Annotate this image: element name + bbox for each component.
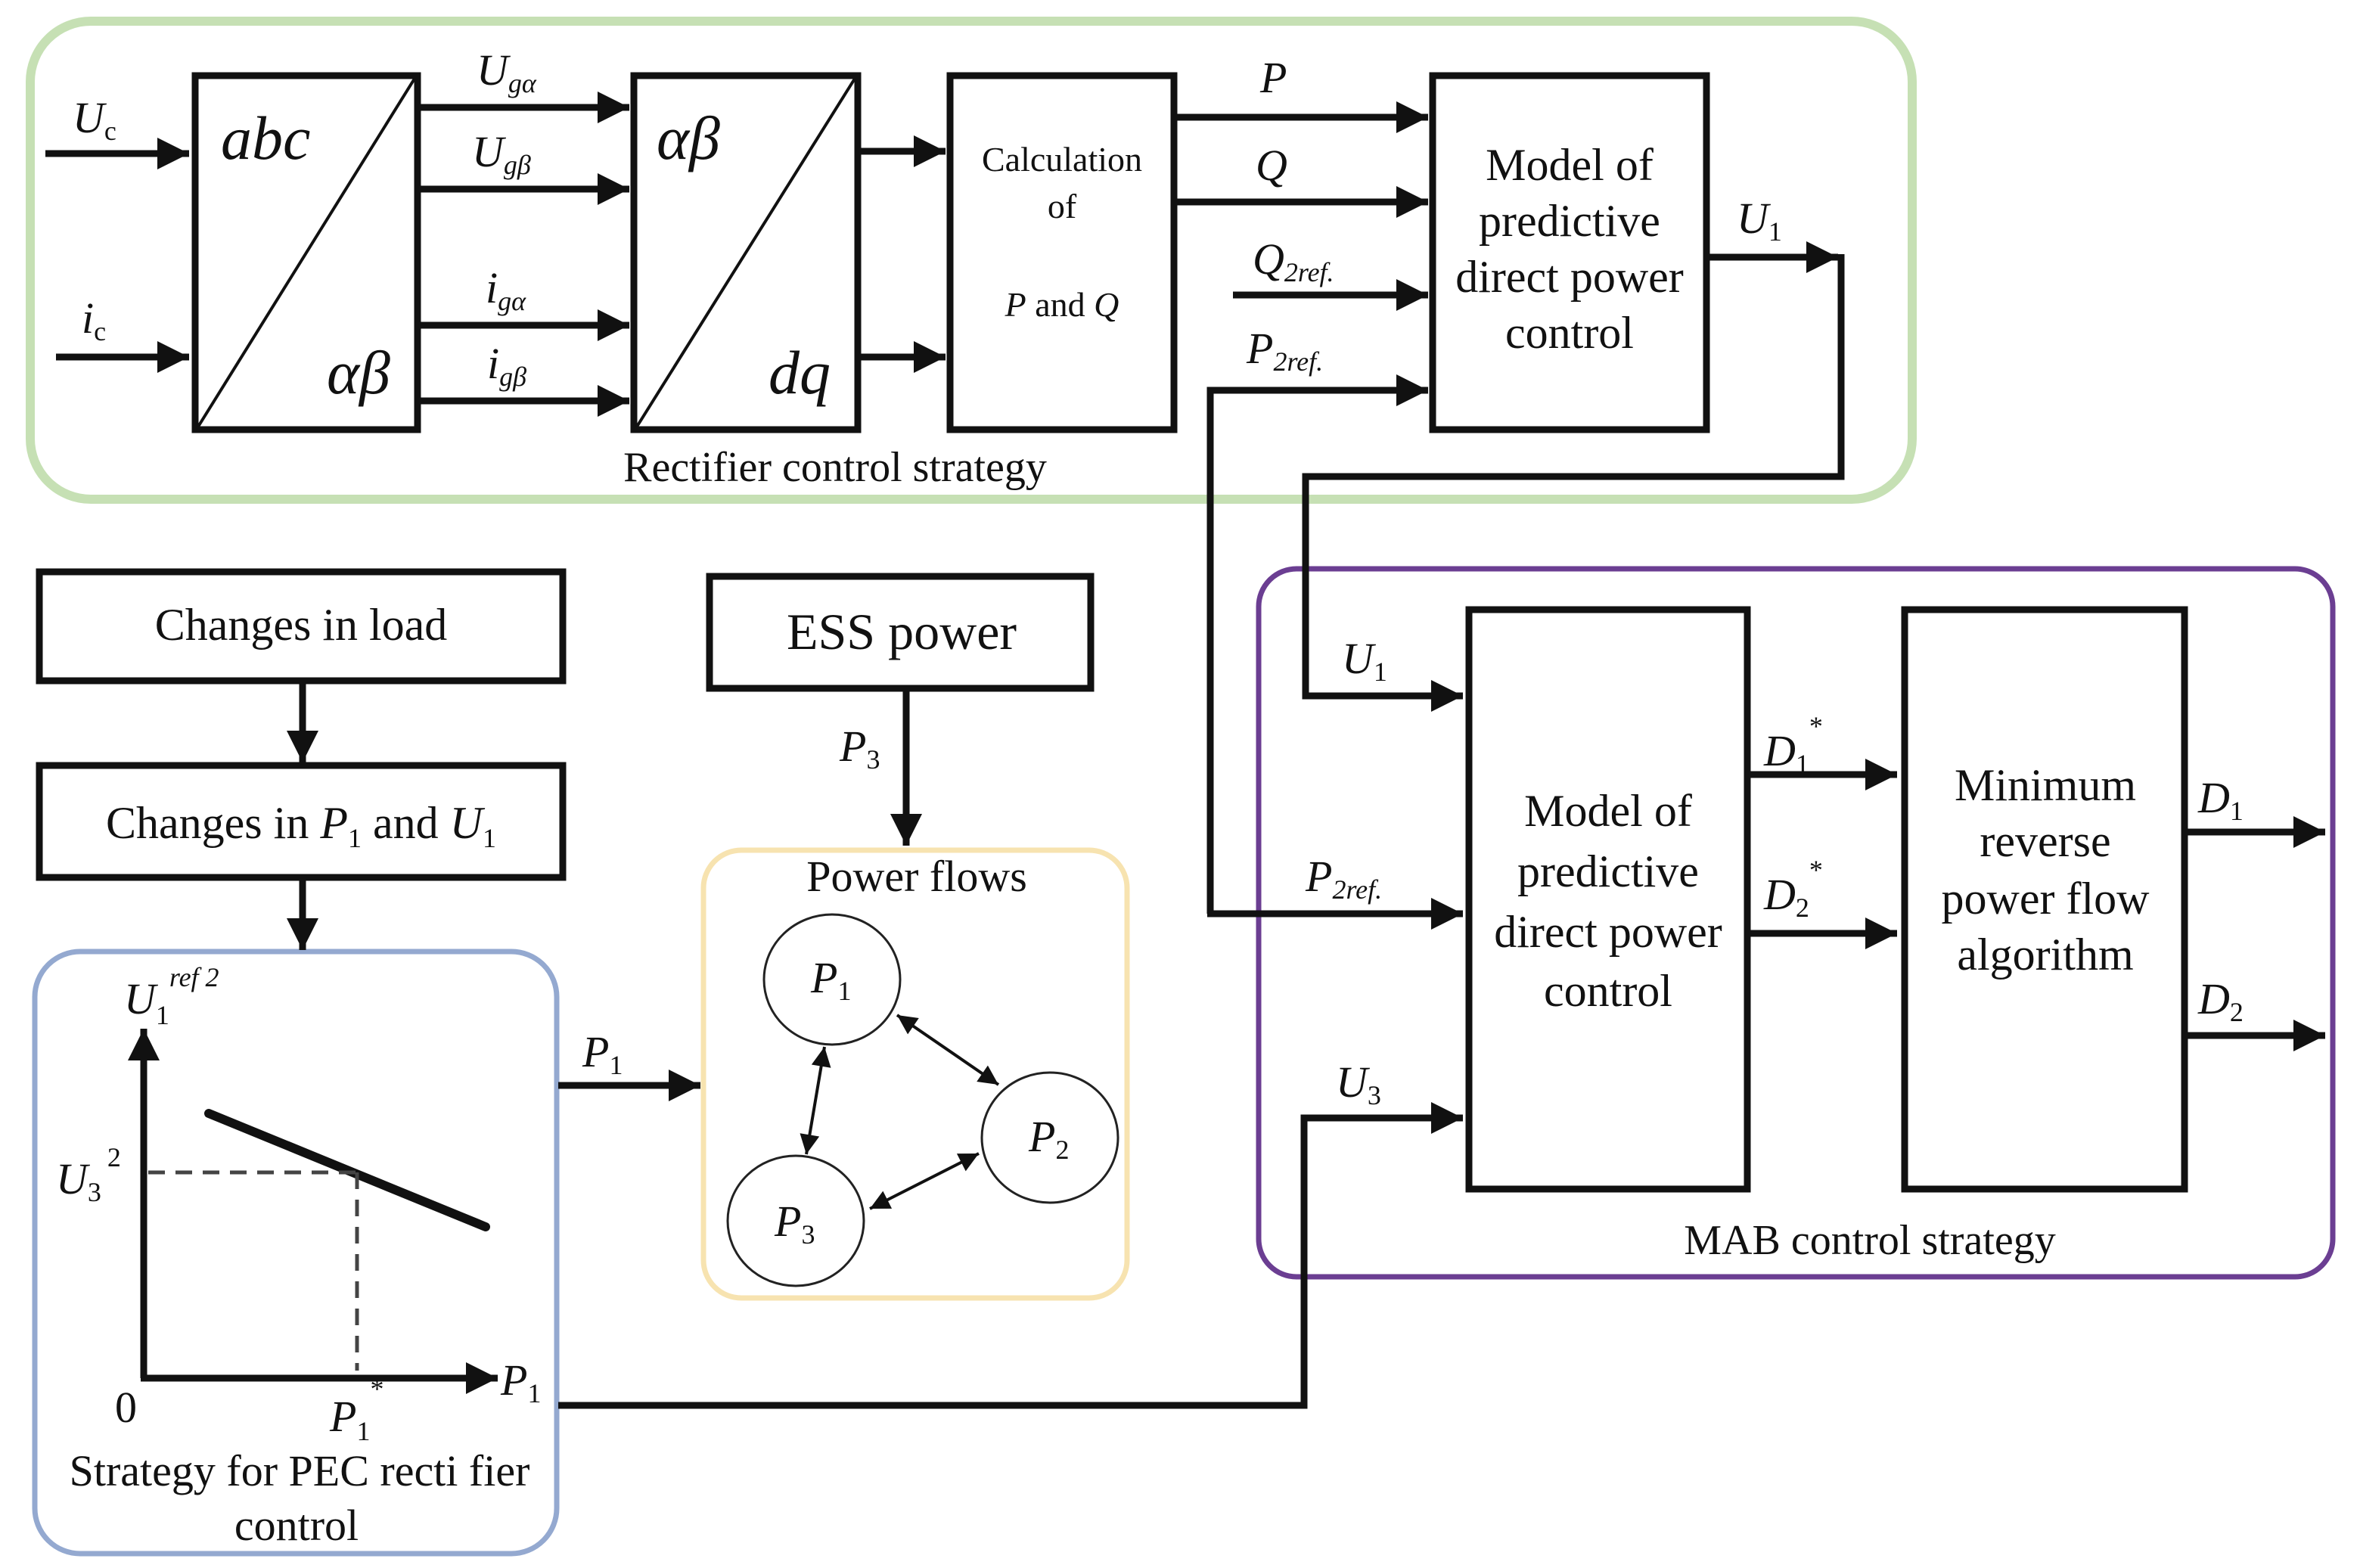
uc-input: Uc	[45, 93, 189, 169]
ug-alpha-signal: Ugα	[421, 45, 629, 123]
svg-text:Model of: Model of	[1524, 786, 1692, 836]
d2-star-signal: D2*	[1750, 855, 1897, 949]
p1-star-label: P1*	[329, 1374, 384, 1446]
power-flows-group-frame	[700, 847, 1130, 1301]
svg-text:algorithm: algorithm	[1957, 930, 2133, 980]
d2-output: D2	[2188, 974, 2325, 1051]
svg-text:reverse: reverse	[1980, 816, 2110, 866]
ess-power-block: ESS power	[706, 573, 1095, 692]
y-axis-label: U1ref 2	[124, 962, 219, 1030]
svg-text:P3: P3	[839, 722, 880, 775]
droop-line	[204, 1109, 490, 1231]
mab-model-block: Model of predictive direct power control	[1465, 606, 1751, 1193]
svg-text:P1: P1	[582, 1027, 623, 1080]
svg-text:Ugβ: Ugβ	[472, 127, 531, 180]
pec-caption-line-2: control	[234, 1501, 359, 1550]
pec-strategy-graph: U1ref 2 U32 0 P1* P1 Strategy for PEC re…	[56, 962, 541, 1550]
svg-text:dq: dq	[769, 338, 831, 407]
rectifier-group-frame	[26, 17, 1917, 504]
ic-input: ic	[56, 293, 189, 373]
svg-text:Calculation: Calculation	[982, 140, 1142, 179]
svg-text:D2: D2	[2197, 974, 2244, 1027]
mab-u1-label: U1	[1342, 634, 1387, 687]
p3-signal: P3	[839, 690, 922, 846]
svg-text:direct power: direct power	[1455, 252, 1684, 302]
p2ref-signal: P2ref.	[1206, 324, 1428, 914]
svg-text:P2ref.: P2ref.	[1246, 324, 1323, 377]
q2ref-signal: Q2ref.	[1233, 234, 1428, 311]
svg-text:P: P	[1259, 53, 1287, 102]
origin-label: 0	[115, 1383, 137, 1432]
svg-text:Q2ref.: Q2ref.	[1253, 234, 1334, 287]
mab-p2ref-input: P2ref.	[1207, 852, 1463, 930]
svg-text:P3: P3	[774, 1197, 815, 1250]
min-reverse-power-flow-block: Minimum reverse power flow algorithm	[1901, 606, 2188, 1193]
flow-p1-p2-arrow	[896, 1014, 1000, 1086]
power-flow-node-p3: P3	[726, 1154, 865, 1287]
alphabeta-to-dq-block: αβ dq	[630, 72, 862, 433]
u3-squared-label: U32	[56, 1142, 121, 1207]
svg-text:ic: ic	[82, 293, 106, 346]
mab-group-frame	[1256, 566, 2336, 1280]
changes-in-load-block: Changes in load	[36, 568, 567, 685]
svg-text:power flow: power flow	[1942, 874, 2150, 924]
svg-text:igα: igα	[486, 263, 526, 316]
svg-text:Minimum: Minimum	[1955, 760, 2136, 810]
ig-alpha-signal: igα	[421, 263, 629, 341]
svg-text:Changes in load: Changes in load	[155, 600, 448, 650]
svg-text:predictive: predictive	[1517, 846, 1699, 896]
pec-caption-line-1: Strategy for PEC recti fier	[70, 1446, 530, 1495]
mab-caption: MAB control strategy	[1684, 1217, 2055, 1264]
svg-text:αβ: αβ	[327, 338, 390, 407]
x-axis-label: P1	[500, 1355, 541, 1408]
p1-to-power-flows: P1	[558, 1027, 700, 1101]
power-flow-node-p1: P1	[762, 913, 902, 1046]
svg-text:direct power: direct power	[1494, 907, 1722, 957]
svg-text:P and Q: P and Q	[1005, 285, 1119, 324]
svg-text:D2*: D2*	[1763, 855, 1823, 923]
svg-text:D1: D1	[2197, 773, 2244, 826]
svg-text:Ugα: Ugα	[477, 45, 537, 98]
rectifier-model-block: Model of predictive direct power control	[1429, 72, 1710, 433]
svg-text:P2ref.: P2ref.	[1305, 852, 1382, 905]
svg-text:control: control	[1505, 308, 1634, 358]
svg-text:αβ: αβ	[657, 104, 720, 172]
svg-text:D1*: D1*	[1763, 711, 1823, 779]
d1-output: D1	[2188, 773, 2325, 848]
flow-p2-p3-arrow	[869, 1152, 980, 1210]
svg-text:Uc: Uc	[73, 93, 116, 146]
svg-text:Q: Q	[1256, 141, 1287, 190]
u3-feed-wire	[558, 1102, 1463, 1409]
svg-text:Model of: Model of	[1486, 140, 1654, 190]
power-flows-title: Power flows	[806, 852, 1027, 901]
ig-beta-signal: igβ	[421, 339, 629, 417]
rectifier-caption: Rectifier control strategy	[623, 444, 1047, 491]
svg-text:of: of	[1048, 187, 1077, 225]
svg-text:ESS power: ESS power	[787, 603, 1017, 660]
pec-group-frame	[32, 949, 560, 1557]
svg-text:abc: abc	[221, 104, 310, 172]
flow-p1-p3-arrow	[800, 1046, 831, 1155]
calculation-pq-block: Calculation of P and Q	[946, 72, 1178, 433]
power-flow-node-p2: P2	[980, 1071, 1119, 1204]
abc-to-alphabeta-block: abc αβ	[191, 72, 421, 433]
u1-output-loop: U1	[1302, 194, 1845, 712]
svg-text:predictive: predictive	[1479, 196, 1660, 246]
ug-beta-signal: Ugβ	[421, 127, 629, 205]
svg-text:P1: P1	[810, 953, 851, 1006]
svg-text:control: control	[1544, 966, 1672, 1016]
q-signal: Q	[1177, 141, 1428, 218]
svg-text:P2: P2	[1028, 1112, 1069, 1165]
d1-star-signal: D1*	[1750, 711, 1897, 790]
p-signal: P	[1177, 53, 1428, 133]
mab-u3-label: U3	[1336, 1057, 1381, 1110]
svg-text:U1: U1	[1737, 194, 1782, 247]
changes-in-p1-u1-block: Changes in P1 and U1	[36, 762, 567, 881]
svg-text:Changes in P1 and U1: Changes in P1 and U1	[106, 798, 496, 853]
svg-text:igβ: igβ	[487, 339, 526, 392]
